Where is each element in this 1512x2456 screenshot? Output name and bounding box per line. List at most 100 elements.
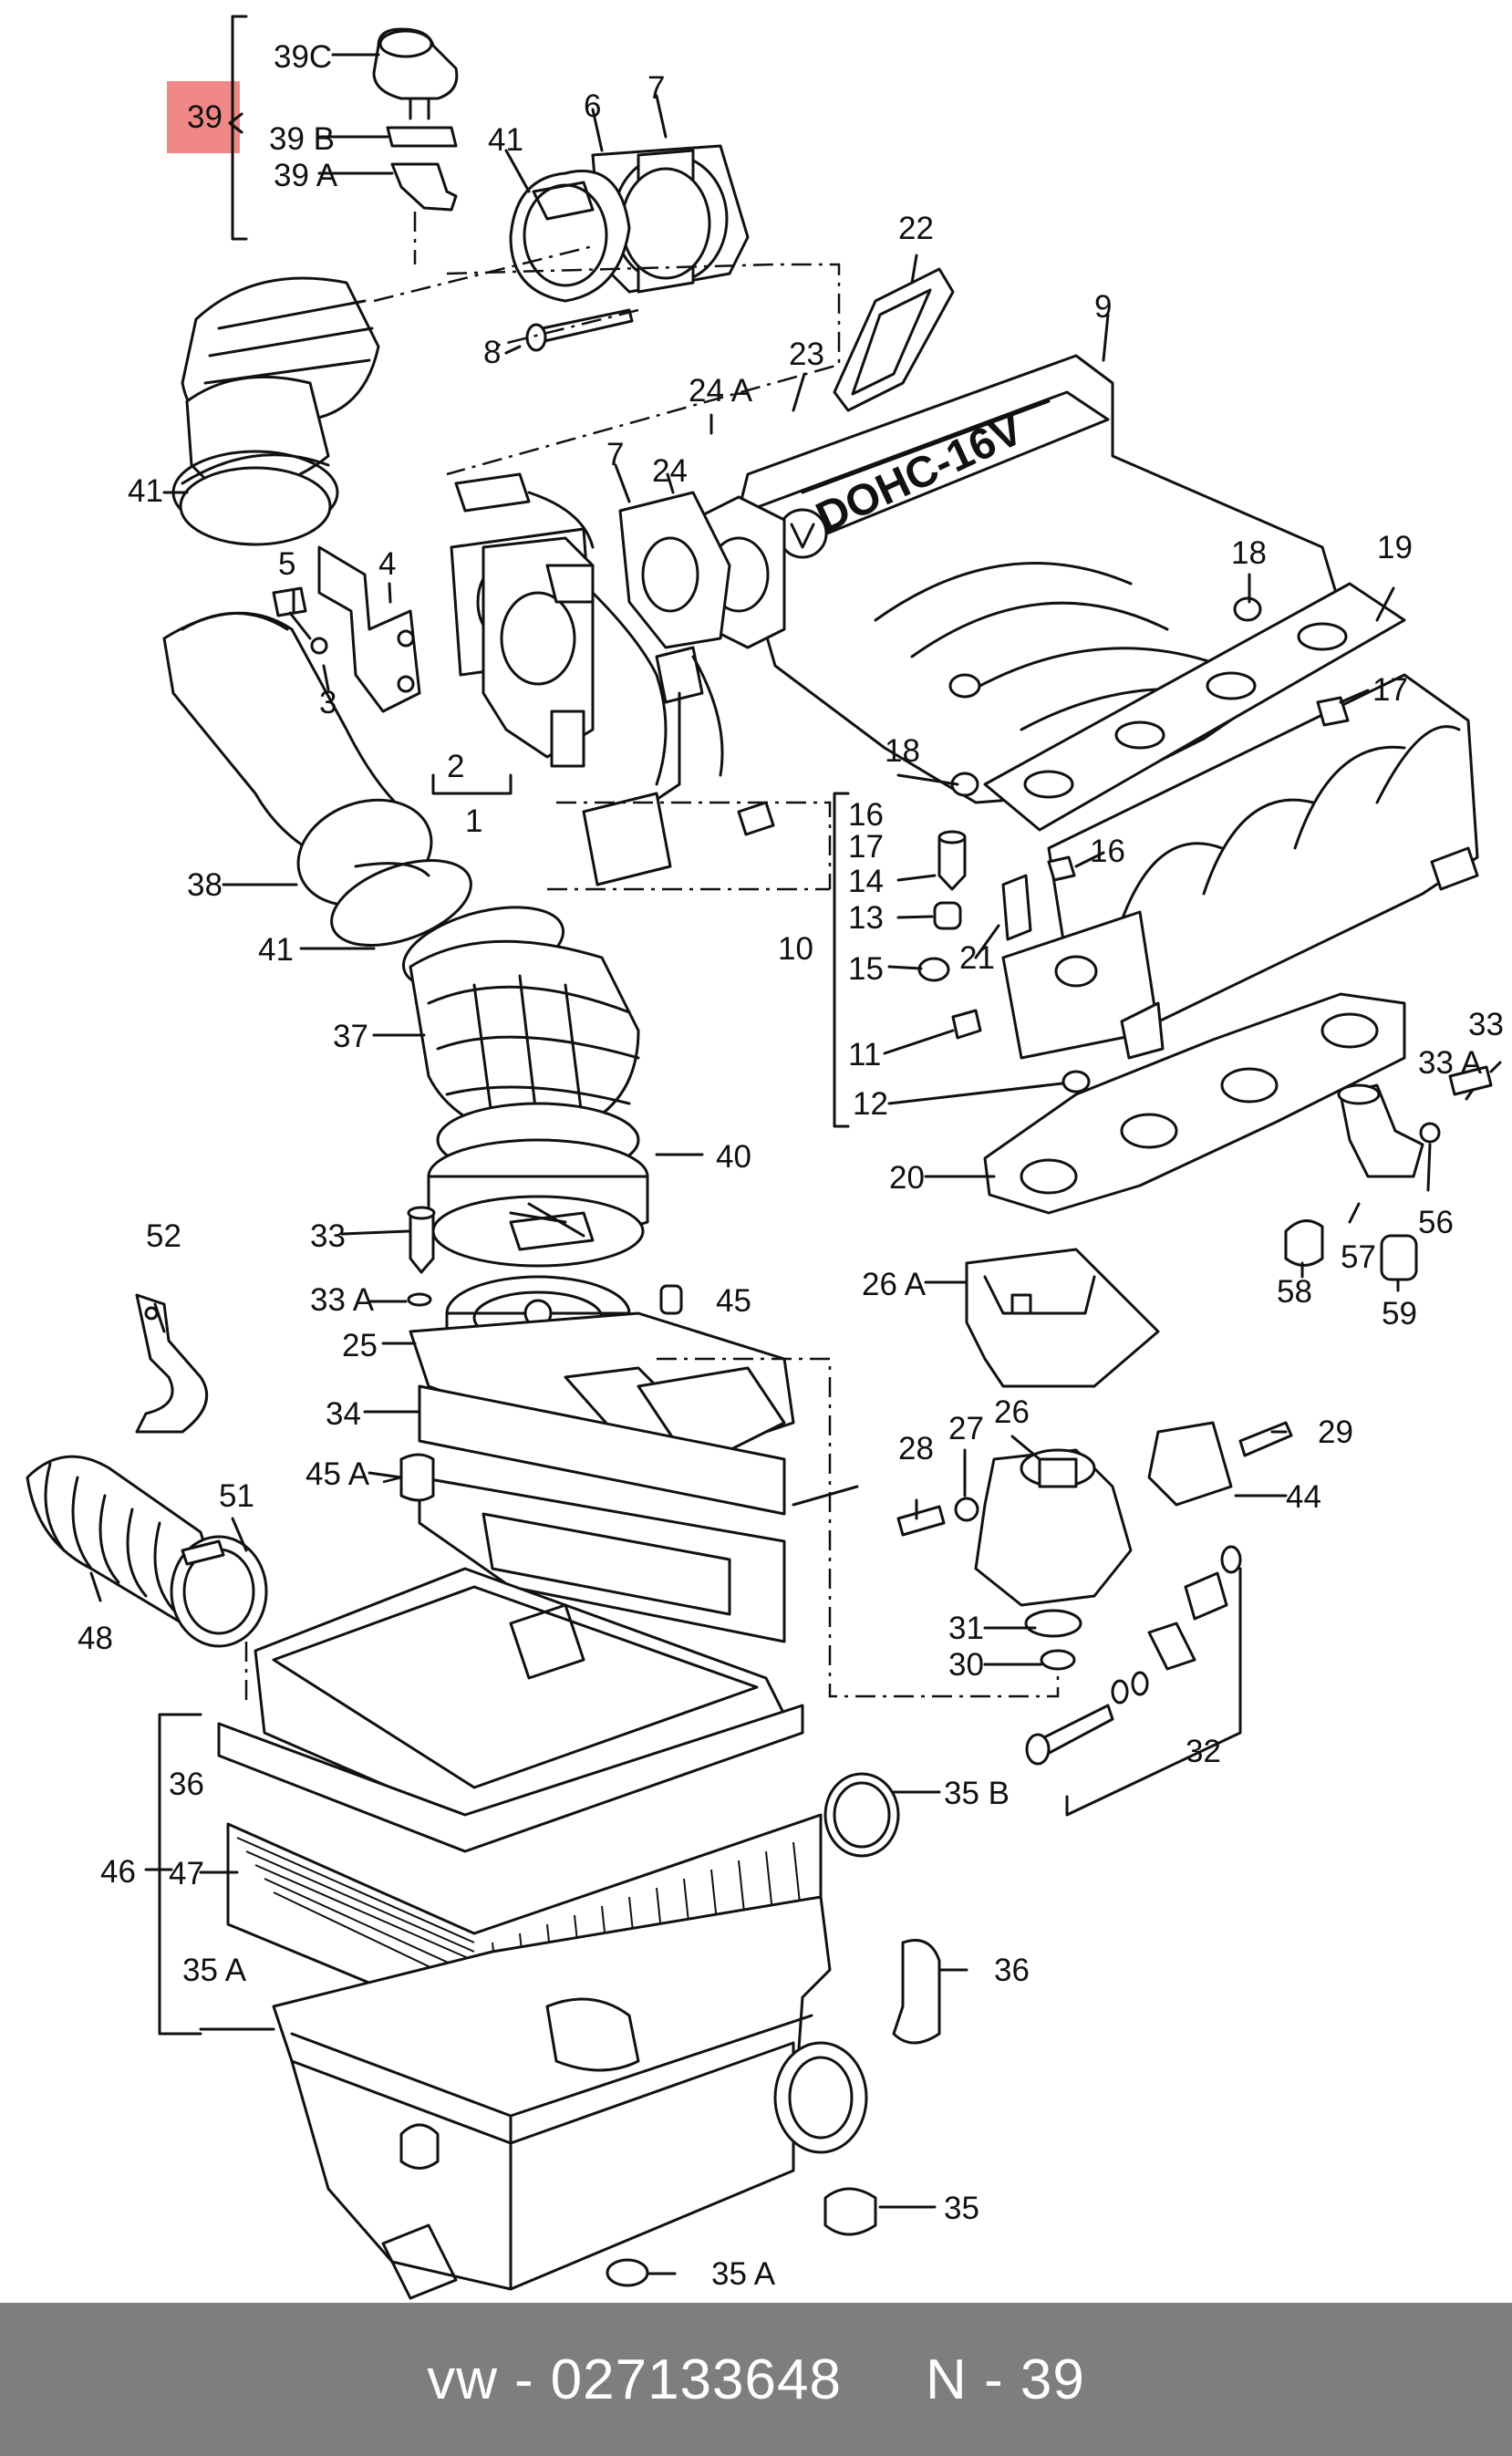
callout-16b: 16 [1090,834,1125,869]
callout-29: 29 [1318,1415,1353,1450]
callout-5: 5 [278,546,295,582]
callout-2: 2 [447,749,464,784]
callout-32: 32 [1186,1734,1221,1769]
callout-17b: 17 [848,829,884,865]
callout-44: 44 [1286,1479,1321,1515]
part-19-gasket [983,582,1406,832]
part-6-7-flange [373,144,750,352]
callout-labels: 39C 39 39 B 39 A 41 6 7 22 9 24 A 23 8 7… [78,39,1504,2292]
part-1-throttle-body [450,472,668,786]
part-18-17-16-bolts [950,596,1350,882]
part-32-kit [1025,1545,1242,1817]
callout-38: 38 [187,867,223,903]
callout-33: 33 [1468,1007,1504,1042]
part-37-bellows [401,906,640,1178]
callout-41c: 41 [258,932,294,968]
callout-20: 20 [889,1160,925,1196]
callout-7b: 7 [606,437,624,472]
callout-30: 30 [948,1647,984,1683]
callout-21: 21 [959,940,995,976]
callout-22: 22 [898,211,934,246]
callout-11: 11 [848,1037,881,1073]
callout-35A: 35 A [182,1953,247,1988]
callout-36b: 36 [994,1953,1030,1988]
callout-35B: 35 B [944,1776,1010,1811]
callout-51: 51 [219,1478,254,1514]
callout-15: 15 [848,951,884,987]
callout-12: 12 [853,1086,888,1122]
callout-39B: 39 B [269,121,335,157]
part-33-45-studs [399,1206,683,1502]
callout-19: 19 [1377,530,1413,565]
footer-brand: vw [427,2347,498,2411]
part-56-57-58-59-valve [1284,1065,1493,1281]
callout-33Ab: 33 A [310,1282,375,1318]
callout-52: 52 [146,1218,181,1254]
callout-41b: 41 [128,473,163,509]
callout-45A: 45 A [306,1456,370,1492]
callout-40: 40 [716,1139,751,1175]
part-39-sensor [231,15,459,264]
callout-14: 14 [848,864,884,899]
callout-25: 25 [342,1328,378,1363]
part-injector-kit [917,830,1091,1093]
callout-6: 6 [584,88,601,124]
callout-56: 56 [1418,1205,1454,1240]
callout-35: 35 [944,2191,979,2226]
callout-31: 31 [948,1611,984,1646]
callout-33A: 33 A [1418,1045,1483,1081]
callout-8: 8 [483,335,501,370]
callout-17: 17 [1372,672,1408,708]
leader-lines [89,53,1502,2275]
part-25-34-housing [409,1275,795,1643]
footer-bar: vw - 027133648 N - 39 [0,2303,1512,2456]
callout-39A: 39 A [274,158,338,193]
part-35-36-small [606,1772,941,2287]
part-26-distributor [896,1248,1293,1671]
part-46-air-filter-box [217,1567,868,2300]
part-48-51-52-hose [26,1293,268,1648]
assembly-guide-lines [244,263,1060,1705]
callout-9: 9 [1094,289,1112,325]
callout-4: 4 [378,546,396,582]
part-40-air-mass-meter [427,1138,649,1268]
callout-18: 18 [1231,535,1267,571]
callout-16: 16 [848,797,884,833]
exploded-parts-diagram: DOHC-16V [26,15,1504,2300]
part-10-lower-runner [1001,673,1479,1060]
callout-45: 45 [716,1283,751,1319]
bolt-8 [525,308,634,352]
callout-57: 57 [1341,1239,1376,1275]
callout-34: 34 [326,1396,361,1432]
callout-18b: 18 [885,733,920,769]
footer-part-number: 027133648 [550,2347,842,2411]
callout-39-pointer [228,112,243,134]
callout-13: 13 [848,900,884,936]
callout-26: 26 [994,1394,1030,1430]
callout-37: 37 [333,1019,368,1054]
callout-41: 41 [488,122,523,158]
part-2-connector [582,646,775,886]
callout-23: 23 [789,337,824,372]
part-22-gasket [833,267,955,412]
footer-separator: - [513,2347,534,2411]
footer-callout-label: N - 39 [925,2347,1085,2411]
callout-10: 10 [778,931,813,967]
part-9-intake-manifold: DOHC-16V [691,354,1351,804]
part-7-gasket [618,491,731,649]
callout-47: 47 [169,1856,204,1891]
callout-33b: 33 [310,1218,346,1254]
callout-26A: 26 A [862,1267,927,1302]
callout-24A: 24 A [689,373,753,409]
callout-46: 46 [100,1854,136,1890]
callout-1: 1 [465,803,482,839]
callout-24: 24 [652,453,688,489]
callout-39C: 39C [274,39,332,75]
callout-27: 27 [948,1411,984,1446]
callout-3: 3 [319,685,337,720]
callout-7: 7 [647,70,665,106]
callout-36: 36 [169,1767,204,1802]
callout-35Ab: 35 A [711,2256,776,2292]
part-4-5-3-bracket [272,545,421,713]
